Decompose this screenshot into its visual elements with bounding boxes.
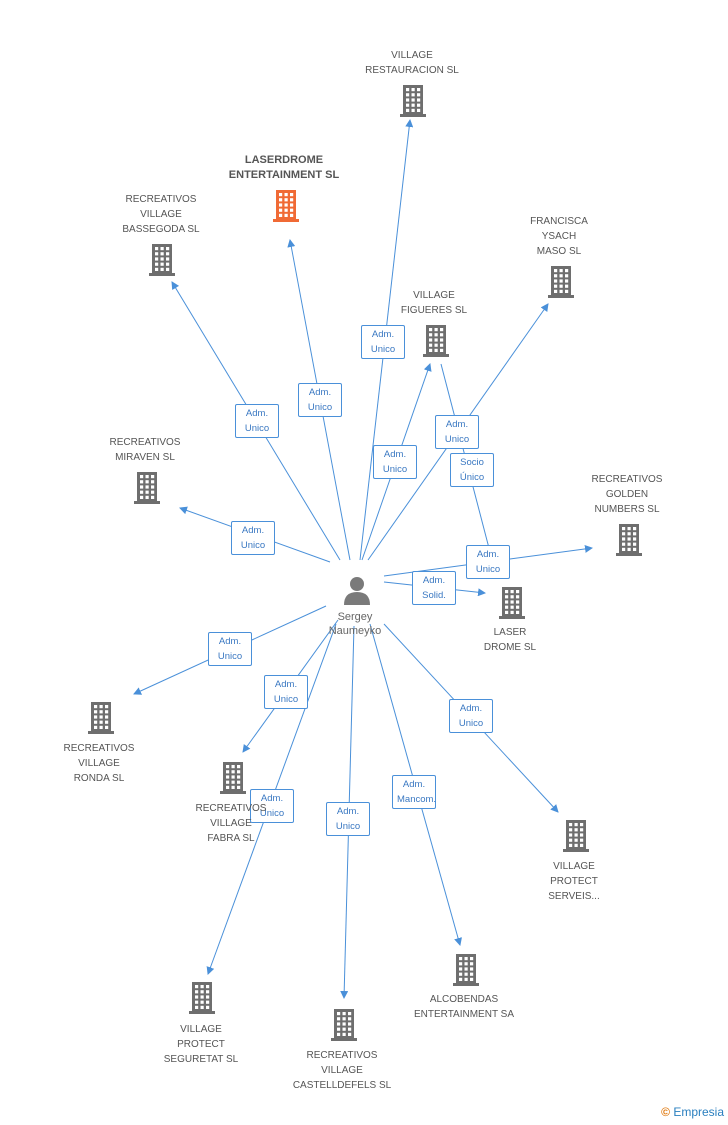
nodes-layer	[88, 85, 642, 1041]
brand-name: Empresia	[673, 1105, 724, 1119]
building-icon[interactable]	[499, 587, 525, 619]
company-label-recreativos-village-bassegoda[interactable]: RECREATIVOS VILLAGE BASSEGODA SL	[122, 193, 200, 235]
building-icon[interactable]	[548, 266, 574, 298]
edge-role-label[interactable]: Adm. Unico	[235, 404, 279, 438]
building-icon[interactable]	[273, 190, 299, 222]
edge-role-label[interactable]: Adm. Unico	[298, 383, 342, 417]
company-label-village-figueres[interactable]: VILLAGE FIGUERES SL	[400, 290, 468, 316]
building-icon[interactable]	[331, 1009, 357, 1041]
edge-role-label[interactable]: Adm. Unico	[326, 802, 370, 836]
company-label-recreativos-golden-numbers[interactable]: RECREATIVOS GOLDEN NUMBERS SL	[591, 473, 663, 515]
person-icon[interactable]	[344, 577, 370, 605]
edge-role-label[interactable]: Adm. Unico	[466, 545, 510, 579]
company-label-village-protect-seguretat[interactable]: VILLAGE PROTECT SEGURETAT SL	[163, 1023, 239, 1065]
edge-role-label[interactable]: Adm. Unico	[361, 325, 405, 359]
edge-role-label[interactable]: Adm. Unico	[250, 789, 294, 823]
building-icon[interactable]	[453, 954, 479, 986]
building-icon[interactable]	[400, 85, 426, 117]
edge-role-label[interactable]: Socio Único	[450, 453, 494, 487]
edge-role-label[interactable]: Adm. Unico	[373, 445, 417, 479]
edge-role-label[interactable]: Adm. Unico	[231, 521, 275, 555]
edge-role-label[interactable]: Adm. Unico	[208, 632, 252, 666]
edge-role-label[interactable]: Adm. Unico	[449, 699, 493, 733]
company-label-francisca-ysach-maso[interactable]: FRANCISCA YSACH MASO SL	[530, 215, 588, 257]
company-label-recreativos-village-fabra[interactable]: RECREATIVOS VILLAGE FABRA SL	[195, 802, 267, 844]
edge-role-label[interactable]: Adm. Unico	[435, 415, 479, 449]
company-label-recreativos-miraven[interactable]: RECREATIVOS MIRAVEN SL	[109, 437, 181, 463]
company-label-village-protect-serveis[interactable]: VILLAGE PROTECT SERVEIS...	[548, 860, 600, 902]
building-icon[interactable]	[149, 244, 175, 276]
company-label-village-restauracion[interactable]: VILLAGE RESTAURACION SL	[365, 50, 459, 76]
edge-role-label[interactable]: Adm. Unico	[264, 675, 308, 709]
person-name-label[interactable]: Sergey Naumeyko	[328, 611, 382, 637]
company-label-laser-drome[interactable]: LASER DROME SL	[483, 627, 537, 653]
building-icon[interactable]	[134, 472, 160, 504]
company-label-recreativos-village-castelldefels[interactable]: RECREATIVOS VILLAGE CASTELLDEFELS SL	[292, 1049, 392, 1091]
edge-role-label[interactable]: Adm. Solid.	[412, 571, 456, 605]
building-icon[interactable]	[88, 702, 114, 734]
building-icon[interactable]	[423, 325, 449, 357]
brand-watermark: © Empresia	[661, 1105, 724, 1119]
building-icon[interactable]	[616, 524, 642, 556]
building-icon[interactable]	[189, 982, 215, 1014]
company-label-alcobendas-entertainment[interactable]: ALCOBENDAS ENTERTAINMENT SA	[413, 994, 514, 1020]
company-label-laserdrome-entertainment[interactable]: LASERDROME ENTERTAINMENT SL	[228, 154, 340, 181]
building-icon[interactable]	[220, 762, 246, 794]
edge-role-label[interactable]: Adm. Mancom.	[392, 775, 436, 809]
copyright-symbol: ©	[661, 1105, 670, 1119]
company-label-recreativos-village-ronda[interactable]: RECREATIVOS VILLAGE RONDA SL	[63, 742, 135, 784]
building-icon[interactable]	[563, 820, 589, 852]
